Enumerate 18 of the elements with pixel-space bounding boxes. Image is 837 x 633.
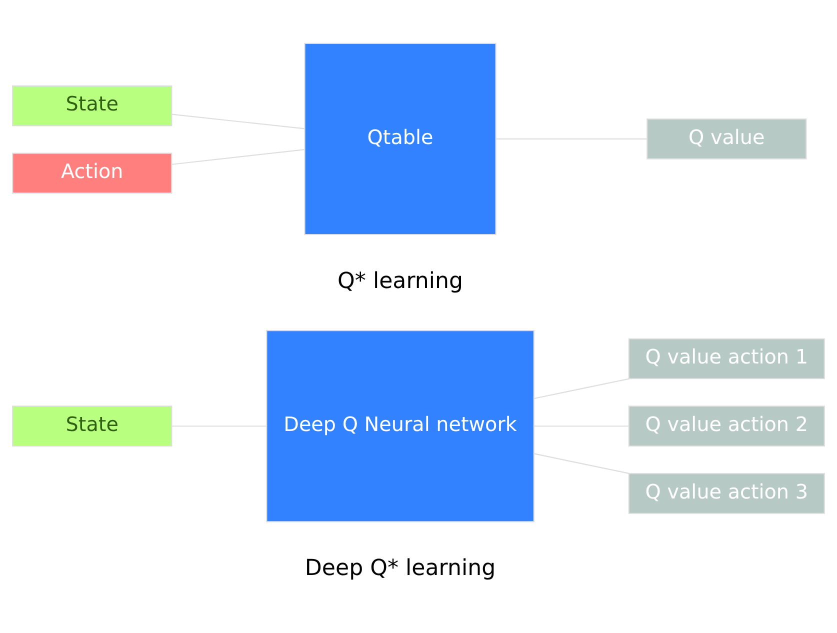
node-box: Q value — [646, 118, 807, 160]
node-box: Q value action 1 — [628, 338, 825, 380]
node-box: Q value action 3 — [628, 473, 825, 514]
node-label: Q* learning — [338, 269, 464, 294]
connector — [534, 378, 630, 400]
connector — [534, 453, 630, 474]
connector — [172, 114, 305, 130]
connector — [534, 426, 629, 427]
node-box: State — [12, 85, 172, 126]
node-box: Qtable — [304, 42, 496, 236]
node-label: Deep Q* learning — [304, 556, 496, 582]
connector — [496, 138, 647, 140]
node-box: Q value action 2 — [628, 406, 825, 447]
connector — [172, 149, 305, 165]
node-box: State — [12, 406, 172, 447]
node-box: Deep Q Neural network — [266, 330, 534, 522]
node-box: Action — [12, 152, 172, 194]
connector — [172, 426, 266, 427]
